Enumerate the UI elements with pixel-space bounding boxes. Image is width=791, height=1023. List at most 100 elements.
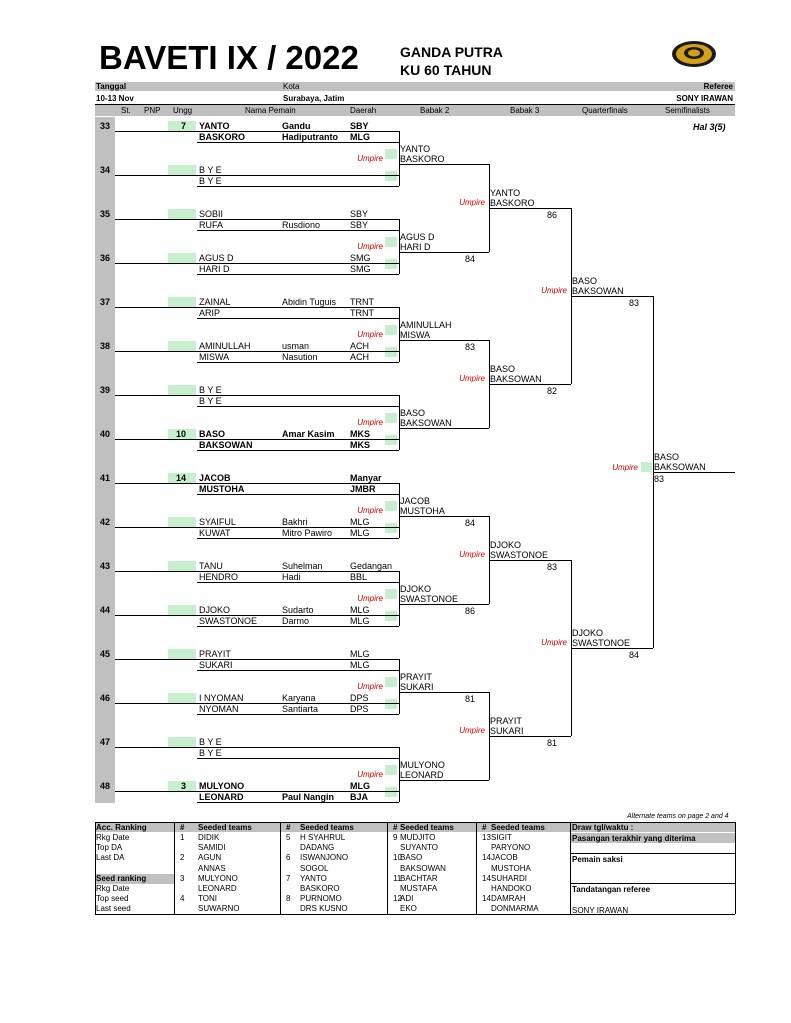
- player-2-surname: Darmo: [282, 616, 310, 626]
- winner-name-2: SUKARI: [400, 682, 434, 692]
- player-1-name: B Y E: [199, 385, 222, 395]
- round-line: [399, 516, 489, 517]
- seed-name-cell: MULYONO: [198, 873, 238, 883]
- entry-line: [197, 450, 399, 451]
- player-1-region: MKS: [350, 429, 370, 439]
- player-1-name: BASO: [199, 429, 226, 439]
- player-1-name: YANTO: [199, 121, 230, 131]
- umpire-label: Umpire: [459, 550, 485, 559]
- player-2-name: B Y E: [199, 176, 222, 186]
- station-number: 47: [99, 737, 110, 747]
- col-daerah: Daerah: [350, 106, 377, 115]
- seed-number: 7: [180, 121, 186, 131]
- player-2-region: SMG: [350, 264, 371, 274]
- seed-name-cell: MUSTOHA: [491, 863, 531, 873]
- seed-name-cell: PURNOMO: [300, 894, 342, 904]
- player-1-name: AMINULLAH: [199, 341, 251, 351]
- round-line: [399, 340, 489, 341]
- player-1-name: B Y E: [199, 737, 222, 747]
- match-score: 83: [628, 298, 639, 308]
- entry-line: [115, 219, 399, 220]
- station-number: 33: [99, 121, 110, 131]
- player-1-name: ZAINAL: [199, 297, 231, 307]
- match-score: 84: [464, 518, 475, 528]
- bracket-connector: [399, 219, 400, 274]
- winner-name-2: BAKSOWAN: [490, 374, 542, 384]
- match-score: 83: [546, 562, 557, 572]
- referee-value: SONY IRAWAN: [676, 94, 733, 103]
- table-border: [95, 822, 735, 823]
- tanggal-value: 10-13 Nov: [96, 94, 134, 103]
- player-2-name: KUWAT: [199, 528, 231, 538]
- col-ungg: Ungg: [173, 106, 193, 115]
- umpire-cell: [385, 149, 397, 159]
- tournament-title: BAVETI IX / 2022: [99, 39, 359, 76]
- station-number: 46: [99, 693, 110, 703]
- match-score: 81: [546, 738, 557, 748]
- page-note: Hal 3(5): [693, 122, 726, 132]
- referee-signature-name: SONY IRAWAN: [572, 906, 629, 915]
- seed-name-cell: ANNAS: [198, 863, 226, 873]
- seed-cell: [168, 649, 196, 659]
- seed-name-cell: PARYONO: [491, 843, 531, 853]
- seed-number-cell: 2: [180, 853, 185, 863]
- seed-cell: [168, 693, 196, 703]
- bracket-connector: [399, 307, 400, 362]
- player-1-region: ACH: [350, 341, 370, 351]
- seed-number-cell: 6: [286, 853, 291, 863]
- player-1-region: SBY: [350, 121, 369, 131]
- round-line: [489, 208, 571, 209]
- umpire-cell: [385, 347, 397, 357]
- left-row-label: Rkg Date: [96, 833, 130, 842]
- seed-name-cell: TONI: [198, 894, 217, 904]
- player-1-region: Gedangan: [350, 561, 393, 571]
- seed-name-cell: MUDJITO: [400, 833, 436, 842]
- entry-line: [115, 131, 399, 132]
- seed-number-cell: 14: [482, 894, 491, 904]
- round-line: [489, 560, 571, 561]
- player-1-region: MLG: [350, 649, 370, 659]
- round-line: [399, 252, 489, 253]
- player-1-name: SYAIFUL: [199, 517, 236, 527]
- entry-line: [197, 714, 399, 715]
- pasangan-label: Pasangan terakhir yang diterima: [572, 834, 696, 843]
- entry-line: [115, 703, 399, 704]
- station-number: 43: [99, 561, 110, 571]
- entry-line: [197, 582, 399, 583]
- player-1-surname: Sudarto: [282, 605, 314, 615]
- seed-name-cell: SUHARDI: [491, 873, 528, 883]
- bracket-connector: [399, 131, 400, 186]
- draw-label: Draw tgl/waktu :: [572, 823, 634, 832]
- winner-name-2: MISWA: [400, 330, 431, 340]
- player-2-region: MKS: [350, 440, 370, 450]
- winner-name-2: SWASTONOE: [490, 550, 549, 560]
- bracket-connector: [399, 747, 400, 802]
- umpire-label: Umpire: [357, 242, 383, 251]
- seed-name-cell: EKO: [400, 904, 417, 914]
- seed-number-cell: 4: [180, 894, 185, 904]
- player-1-region: DPS: [350, 693, 369, 703]
- seed-name-cell: SUWARNO: [198, 904, 240, 914]
- umpire-cell: [385, 611, 397, 621]
- entry-line: [115, 483, 399, 484]
- seed-name-cell: BAKSOWAN: [400, 863, 446, 873]
- hash-header: #: [393, 823, 398, 832]
- col-nama: Nama Pemain: [245, 106, 296, 115]
- match-score: 84: [464, 254, 475, 264]
- seed-name-cell: AGUN: [198, 853, 222, 863]
- umpire-label: Umpire: [357, 682, 383, 691]
- left-row-label: Top seed: [96, 894, 129, 904]
- hash-header: #: [180, 823, 185, 832]
- player-2-region: JMBR: [350, 484, 376, 494]
- umpire-label: Umpire: [612, 463, 638, 472]
- seed-number-cell: 3: [180, 873, 185, 883]
- seed-number-cell: 9: [393, 833, 398, 842]
- table-divider: [174, 822, 175, 914]
- sf-score: 83: [654, 474, 665, 484]
- seed-number: 10: [175, 429, 186, 439]
- entry-line: [197, 230, 399, 231]
- station-number: 42: [99, 517, 110, 527]
- seed-number: 3: [180, 781, 186, 791]
- seed-name-cell: SUYANTO: [400, 843, 438, 853]
- seed-number-cell: 13: [482, 833, 491, 842]
